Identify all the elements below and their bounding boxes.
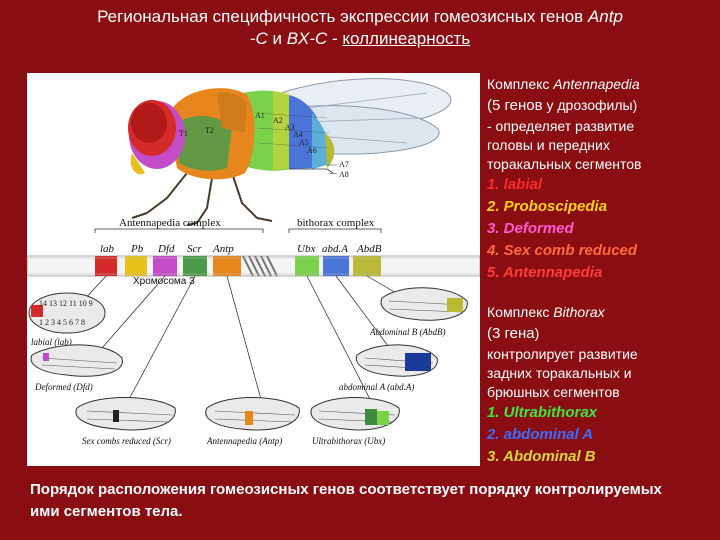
title-text: Региональная специфичность экспрессии го… xyxy=(97,7,588,26)
gene-label-pb: Pb xyxy=(130,243,144,255)
slide-title: Региональная специфичность экспрессии го… xyxy=(0,6,720,50)
bx-line-2: (3 гена) xyxy=(487,324,539,343)
embryo-numbers-bottom: 1 2 3 4 5 6 7 8 xyxy=(39,318,85,327)
title-antp-c: -C xyxy=(249,29,268,48)
antp-complex-label: Antennapedia complex xyxy=(119,217,221,229)
embryo-ubx: Ultrabithorax (Ubx) xyxy=(310,397,400,446)
gene-name-labels: lab Pb Dfd Scr Antp Ubx abd.A AbdB xyxy=(100,243,382,255)
embryo-antp: Antennapedia (Antp) xyxy=(205,397,300,446)
antp-heading-italic: Antennapedia xyxy=(553,76,640,92)
embryo-abdb: Abdominal B (AbdB) xyxy=(369,287,468,337)
antp-gene-2: 2. Proboscipedia xyxy=(487,198,608,215)
chromosome-label: Хромосома 3 xyxy=(133,276,195,287)
gene-label-dfd: Dfd xyxy=(157,243,175,255)
gene-label-abda: abd.A xyxy=(322,243,348,255)
chromosome-bar xyxy=(27,255,480,277)
gene-label-lab: lab xyxy=(100,243,115,255)
fly-embryo-figure: T1 T2 A1 A2 A3 A4 A5 A6 A7 A8 Antennaped… xyxy=(27,78,480,446)
fly-thorax xyxy=(167,88,255,180)
embryo-deformed: Deformed (Dfd) xyxy=(30,344,123,392)
gene-label-scr: Scr xyxy=(187,243,202,255)
gene-label-antp: Antp xyxy=(212,243,234,255)
gene-embryo-connectors xyxy=(71,275,423,404)
embryo-labial: 14 13 12 11 10 9 1 2 3 4 5 6 7 8 labial … xyxy=(28,292,106,347)
segment-label: A3 xyxy=(285,123,295,132)
embryo-label-abdb: Abdominal B (AbdB) xyxy=(369,327,446,337)
gene-label-abdb: AbdB xyxy=(356,243,382,255)
segment-label: T1 xyxy=(179,129,188,138)
title-bx-c: BX-C xyxy=(286,29,328,48)
title-antp-italic: Antp xyxy=(587,7,623,26)
segment-labels: T1 T2 A1 A2 A3 A4 A5 A6 A7 A8 xyxy=(179,111,349,179)
antp-line-5: торакальных сегментов xyxy=(487,156,642,172)
gene-label-ubx: Ubx xyxy=(297,243,315,255)
bx-line-4: задних торакальных и xyxy=(487,365,632,381)
segment-label: A1 xyxy=(255,111,265,120)
segment-label: A7 xyxy=(339,160,349,169)
antp-gene-1: 1. labial xyxy=(487,176,543,193)
title-line-2: -C и BX-C - коллинеарность xyxy=(0,28,720,50)
bx-heading: Комплекс Bithorax xyxy=(487,303,605,322)
bx-heading-text: Комплекс xyxy=(487,304,554,320)
bx-heading-italic: Bithorax xyxy=(553,304,605,320)
embryo-label-scr: Sex combs reduced (Scr) xyxy=(82,436,171,446)
embryo-label-ubx: Ultrabithorax (Ubx) xyxy=(312,436,385,446)
embryo-scr: Sex combs reduced (Scr) xyxy=(75,397,176,446)
embryo-abda: abdominal A (abd.A) xyxy=(339,344,438,392)
antp-gene-3: 3. Deformed xyxy=(487,220,574,237)
antp-heading: Комплекс Antennapedia xyxy=(487,75,640,94)
bx-complex-label: bithorax complex xyxy=(297,217,375,229)
bx-gene-1: 1. Ultrabithorax xyxy=(487,404,598,421)
antp-line-4: головы и передних xyxy=(487,137,610,153)
antp-gene-4: 4. Sex comb reduced xyxy=(487,242,638,259)
antp-species: у дрозофилы) xyxy=(542,97,638,113)
embryo-label-abda: abdominal A (abd.A) xyxy=(339,382,414,392)
bx-line-3: контролирует развитие xyxy=(487,346,638,362)
embryo-label-antp: Antennapedia (Antp) xyxy=(206,436,282,446)
bx-gene-count: (3 гена xyxy=(487,325,535,342)
segment-label: A5 xyxy=(299,138,309,147)
segment-label: A8 xyxy=(339,170,349,179)
fly-legs xyxy=(131,172,273,226)
segment-label: A2 xyxy=(273,116,283,125)
antp-gene-count: (5 генов xyxy=(487,97,543,114)
embryo-label-labial: labial (lab) xyxy=(31,337,72,347)
bx-gene-2: 2. abdominal A xyxy=(487,426,594,443)
segment-label: A6 xyxy=(307,146,317,155)
embryo-label-deformed: Deformed (Dfd) xyxy=(34,382,93,392)
segment-label: T2 xyxy=(205,126,214,135)
figure-panel: T1 T2 A1 A2 A3 A4 A5 A6 A7 A8 Antennaped… xyxy=(27,73,480,466)
embryo-numbers-top: 14 13 12 11 10 9 xyxy=(39,299,93,308)
title-and: и xyxy=(267,29,287,48)
title-dash: - xyxy=(327,29,343,48)
antp-gene-5: 5. Antennapedia xyxy=(487,264,603,281)
title-line-1: Региональная специфичность экспрессии го… xyxy=(0,6,720,28)
antp-line-3: - определяет развитие xyxy=(487,118,635,134)
fly-abdomen xyxy=(242,90,335,174)
antp-heading-text: Комплекс xyxy=(487,76,554,92)
title-collinearity: коллинеарность xyxy=(342,29,471,48)
fly-head xyxy=(128,100,185,175)
antp-line-2: (5 генов у дрозофилы) xyxy=(487,96,637,115)
bx-line-5: брюшных сегментов xyxy=(487,384,620,400)
segment-label: A4 xyxy=(293,130,303,139)
bx-gene-3: 3. Abdominal B xyxy=(487,448,596,465)
bx-paren: ) xyxy=(534,325,540,341)
footer-text: Порядок расположения гомеозисных генов с… xyxy=(30,481,662,520)
